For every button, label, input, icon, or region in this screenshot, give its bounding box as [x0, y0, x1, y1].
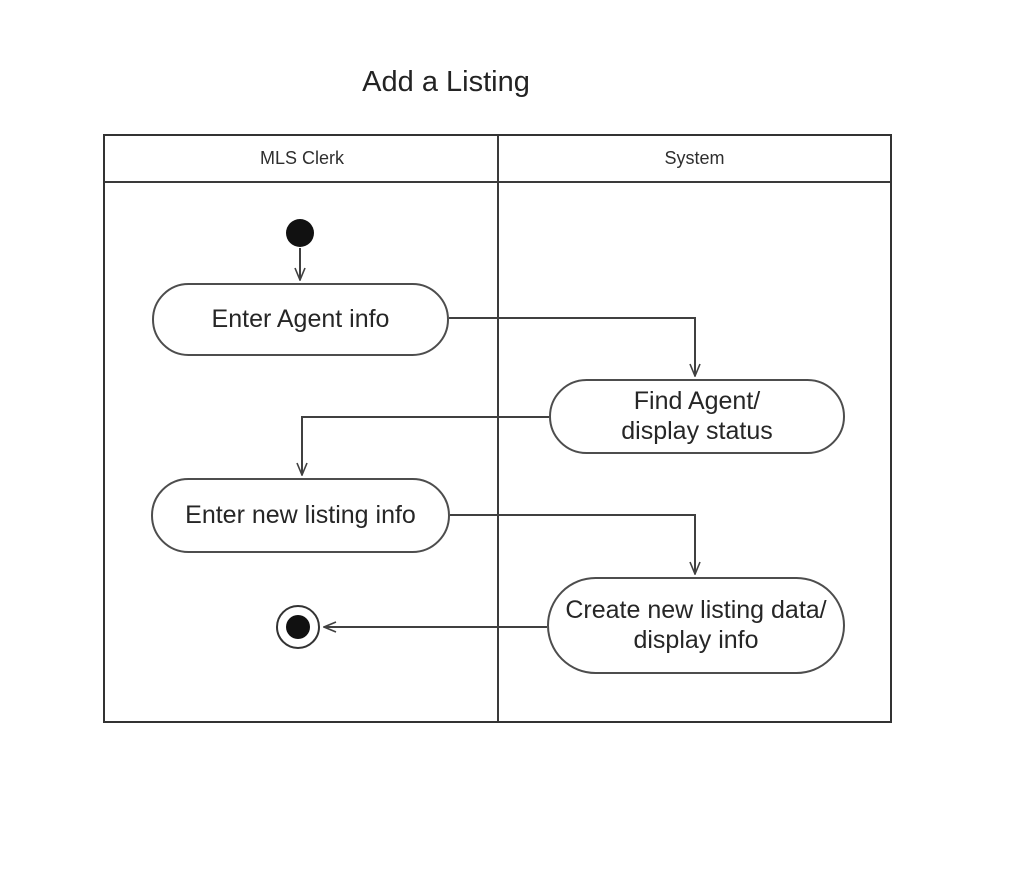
action-node-enter-new-listing-info: Enter new listing info [151, 478, 450, 553]
swimlane-header-system: System [664, 148, 725, 168]
action-node-create-new-listing-data: Create new listing data/ display info [547, 577, 845, 674]
initial-node [286, 219, 314, 247]
final-node [276, 605, 320, 649]
action-node-find-agent-display-status: Find Agent/ display status [549, 379, 845, 454]
action-node-enter-agent-info: Enter Agent info [152, 283, 449, 356]
swimlane-divider [497, 136, 499, 721]
swimlane-header-mls-clerk: MLS Clerk [259, 148, 344, 168]
final-node-inner-dot [286, 615, 310, 639]
diagram-title: Add a Listing [362, 66, 530, 98]
